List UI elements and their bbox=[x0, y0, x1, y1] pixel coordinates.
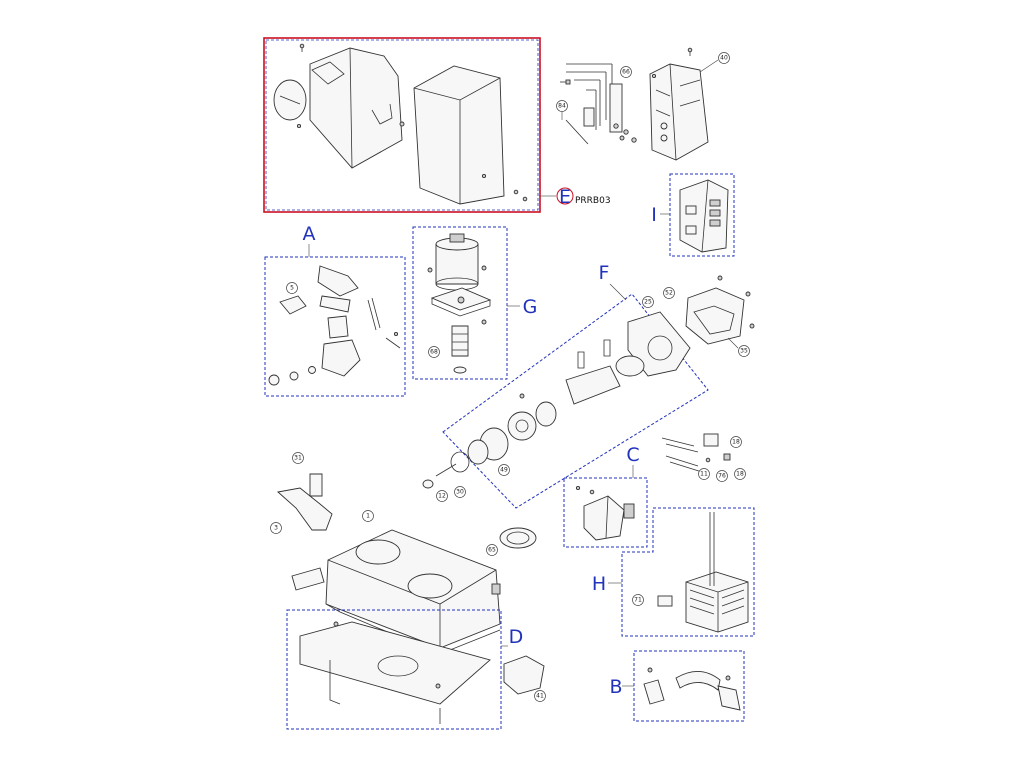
callout-35 bbox=[738, 345, 750, 357]
callout-35-label: 35 bbox=[740, 348, 748, 355]
group-h-box bbox=[621, 507, 755, 637]
callout-71 bbox=[632, 594, 644, 606]
group-a: A 5 bbox=[264, 223, 406, 397]
group-b: B bbox=[609, 650, 745, 722]
callout-11-label: 11 bbox=[700, 471, 708, 478]
group-e-letter-circle bbox=[556, 187, 574, 205]
callout-3 bbox=[270, 522, 282, 534]
group-d: D 41 bbox=[286, 609, 546, 730]
callout-41-label: 41 bbox=[536, 693, 544, 700]
group-a-box bbox=[264, 256, 406, 397]
end-cap-part bbox=[503, 655, 545, 695]
callout-12 bbox=[436, 490, 448, 502]
callout-12-label: 12 bbox=[438, 493, 446, 500]
group-h: H 71 bbox=[592, 507, 755, 637]
group-c: C bbox=[563, 444, 648, 548]
group-c-letter: C bbox=[626, 444, 639, 466]
gear-train-parts bbox=[422, 311, 691, 489]
callout-30-label: 30 bbox=[456, 489, 464, 496]
wire-harness-assembly: 66 84 bbox=[556, 63, 637, 145]
callout-52 bbox=[663, 287, 675, 299]
callout-18-lower-label: 18 bbox=[736, 471, 744, 478]
callout-18-lower bbox=[734, 468, 746, 480]
callout-68 bbox=[428, 346, 440, 358]
group-d-box bbox=[286, 609, 502, 730]
callout-65 bbox=[486, 544, 498, 556]
transformer-part bbox=[657, 512, 749, 633]
rear-cover-part bbox=[413, 65, 528, 205]
screw-set bbox=[613, 123, 637, 143]
base-plate-part bbox=[299, 621, 491, 724]
front-cover-part bbox=[273, 43, 405, 169]
group-g-letter: G bbox=[523, 296, 538, 318]
callout-49 bbox=[498, 464, 510, 476]
group-c-box bbox=[563, 477, 648, 548]
release-lever-handle-part bbox=[277, 487, 333, 531]
callout-3-label: 3 bbox=[274, 525, 278, 532]
callout-31-label: 31 bbox=[294, 455, 302, 462]
callout-5 bbox=[286, 282, 298, 294]
callout-76-label: 76 bbox=[718, 473, 726, 480]
block-part bbox=[291, 567, 325, 591]
callout-5-label: 5 bbox=[290, 285, 294, 292]
callout-25-label: 25 bbox=[644, 299, 652, 306]
group-f-box bbox=[442, 293, 709, 509]
callout-40 bbox=[718, 52, 730, 64]
callout-65-label: 65 bbox=[488, 547, 496, 554]
callout-52-label: 52 bbox=[665, 290, 673, 297]
callout-25 bbox=[642, 296, 654, 308]
group-f: F 25 49 12 30 bbox=[422, 262, 709, 509]
seal-ring-part bbox=[499, 527, 537, 549]
callout-11 bbox=[698, 468, 710, 480]
base-housing-assembly: 31 3 1 65 bbox=[270, 452, 537, 655]
group-b-letter: B bbox=[609, 676, 622, 698]
callout-66 bbox=[620, 66, 632, 78]
group-g-box bbox=[412, 226, 508, 380]
callout-49-label: 49 bbox=[500, 467, 508, 474]
group-e: E PRRB03 bbox=[263, 37, 611, 213]
callout-31 bbox=[292, 452, 304, 464]
callout-68-label: 68 bbox=[430, 349, 438, 356]
handle-part bbox=[643, 667, 741, 711]
part-code-label: PRRB03 bbox=[575, 196, 611, 206]
control-housing-part: 40 bbox=[649, 47, 730, 161]
release-lever-parts bbox=[268, 265, 401, 386]
motor-mount-cover-part: 52 35 bbox=[663, 275, 755, 357]
group-i: I bbox=[651, 173, 735, 257]
group-e-letter: E bbox=[559, 186, 571, 208]
callout-1-label: 1 bbox=[366, 513, 370, 520]
callout-40-label: 40 bbox=[720, 55, 728, 62]
callout-41 bbox=[534, 690, 546, 702]
motor-part bbox=[427, 233, 492, 374]
callout-18-upper-label: 18 bbox=[732, 439, 740, 446]
group-f-letter: F bbox=[599, 262, 610, 284]
control-board-part bbox=[679, 179, 729, 253]
group-g: G 68 bbox=[412, 226, 538, 380]
callout-18-upper bbox=[730, 436, 742, 448]
small-parts-cluster: 18 18 11 76 bbox=[661, 433, 746, 482]
group-d-letter: D bbox=[509, 626, 524, 648]
group-e-highlight-box bbox=[263, 37, 541, 213]
limit-switch-part bbox=[575, 485, 635, 541]
callout-71-label: 71 bbox=[634, 597, 642, 604]
callout-84-label: 84 bbox=[558, 103, 566, 110]
callout-1 bbox=[362, 510, 374, 522]
callout-30 bbox=[454, 486, 466, 498]
group-a-letter: A bbox=[303, 223, 316, 245]
callout-66-label: 66 bbox=[622, 69, 630, 76]
callout-84 bbox=[556, 100, 568, 112]
group-i-letter: I bbox=[651, 204, 657, 226]
callout-76 bbox=[716, 470, 728, 482]
group-i-box bbox=[669, 173, 735, 257]
group-h-letter: H bbox=[592, 573, 606, 595]
group-e-inner-dashed-box bbox=[265, 39, 539, 211]
